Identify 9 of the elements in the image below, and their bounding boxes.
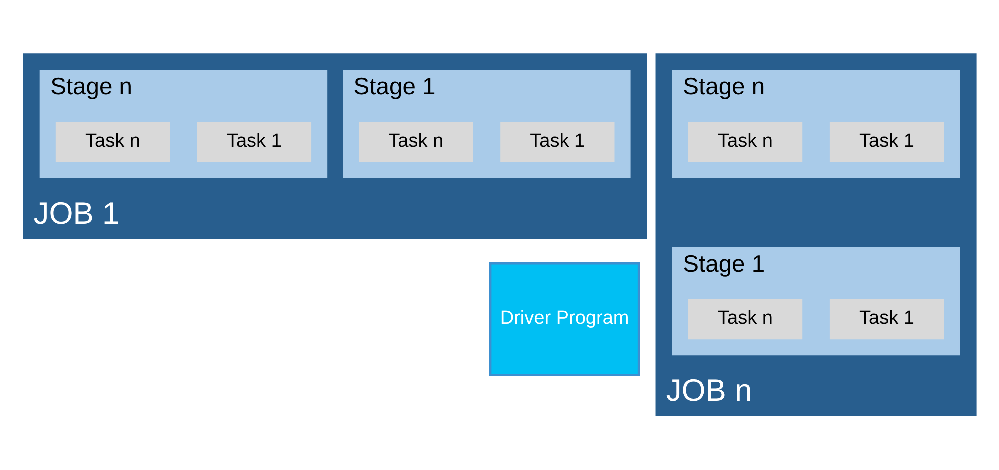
node-box: Task n — [688, 122, 802, 162]
node-box: Task 1 — [829, 122, 944, 162]
node-box: Driver Program — [488, 262, 640, 376]
node-box: Task 1 — [196, 122, 312, 162]
node-box: Task n — [358, 122, 473, 162]
node-box: Task n — [688, 299, 802, 340]
node-box: Task 1 — [829, 299, 944, 340]
node-box: Task 1 — [500, 122, 614, 162]
node-box: Task n — [55, 122, 170, 162]
